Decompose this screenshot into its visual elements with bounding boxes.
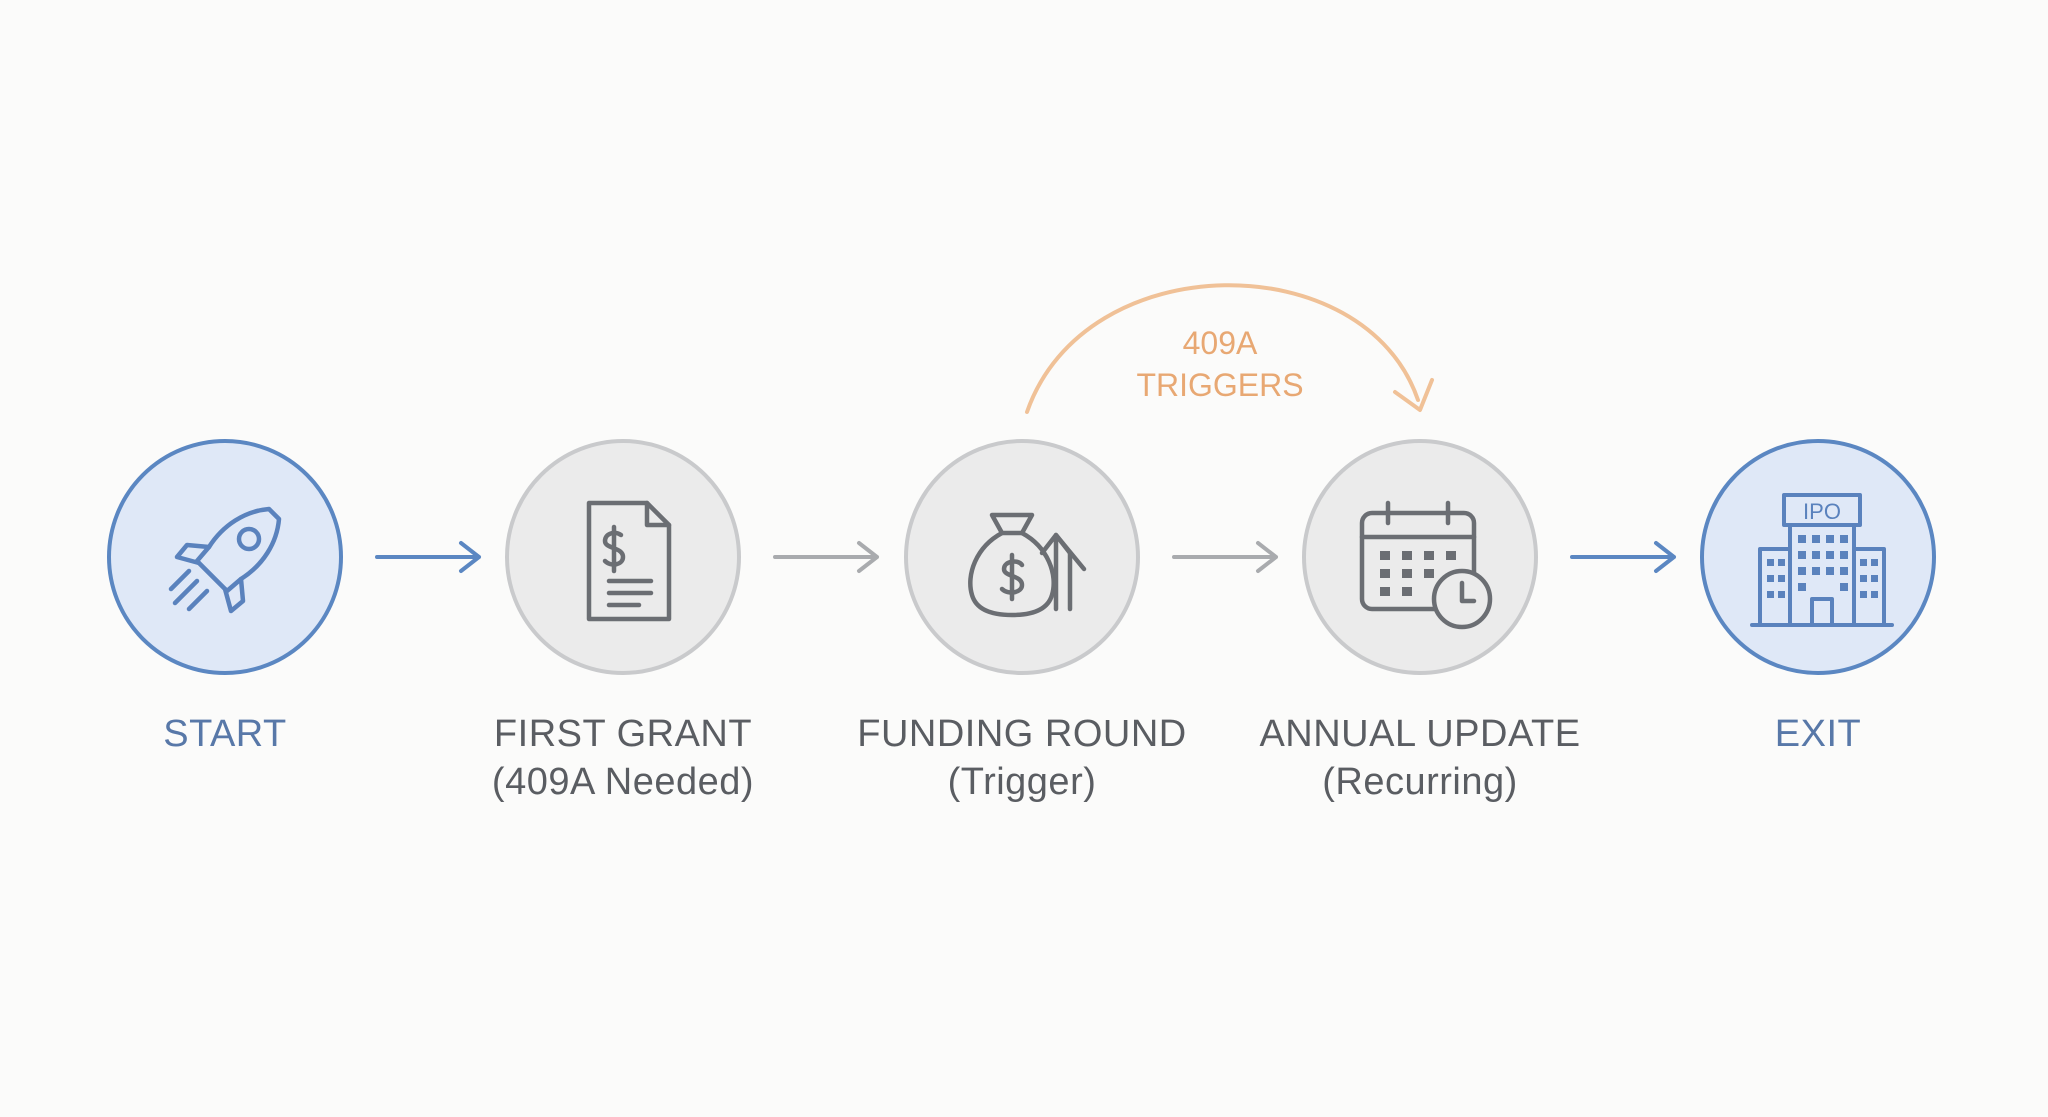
- step-first-grant-circle: [505, 439, 741, 675]
- calendar-clock-icon: [1359, 500, 1493, 630]
- flow-arrow-3: [1172, 541, 1278, 573]
- trigger-label: 409A TRIGGERS: [1120, 322, 1320, 406]
- step-funding-round-title: FUNDING ROUND: [857, 713, 1187, 755]
- step-start-circle: [107, 439, 343, 675]
- document-dollar-icon: [586, 500, 672, 622]
- step-funding-round-circle: [904, 439, 1140, 675]
- step-funding-round-subtitle: (Trigger): [947, 761, 1097, 803]
- step-first-grant-label: FIRST GRANT (409A Needed): [393, 710, 853, 806]
- flow-arrow-2: [773, 541, 879, 573]
- step-annual-update-label: ANNUAL UPDATE (Recurring): [1190, 710, 1650, 806]
- step-first-grant-subtitle: (409A Needed): [491, 761, 755, 803]
- step-start-label: START: [0, 710, 455, 758]
- step-annual-update-circle: [1302, 439, 1538, 675]
- step-exit-label: EXIT: [1588, 710, 2048, 758]
- flow-arrow-4: [1570, 541, 1676, 573]
- ipo-building-icon: IPO: [1750, 493, 1894, 627]
- step-funding-round-label: FUNDING ROUND (Trigger): [792, 710, 1252, 806]
- step-annual-update-title: ANNUAL UPDATE: [1259, 713, 1581, 755]
- trigger-label-line2: TRIGGERS: [1136, 367, 1304, 403]
- step-start-title: START: [163, 713, 287, 755]
- rocket-icon: [168, 506, 282, 614]
- step-first-grant-title: FIRST GRANT: [493, 713, 753, 755]
- step-exit-circle: IPO: [1700, 439, 1936, 675]
- ipo-sign-text: IPO: [1803, 499, 1841, 524]
- flow-arrow-1: [375, 541, 481, 573]
- step-exit-title: EXIT: [1774, 713, 1862, 755]
- step-annual-update-subtitle: (Recurring): [1322, 761, 1518, 803]
- trigger-label-line1: 409A: [1182, 325, 1258, 361]
- money-bag-arrow-icon: [968, 512, 1087, 618]
